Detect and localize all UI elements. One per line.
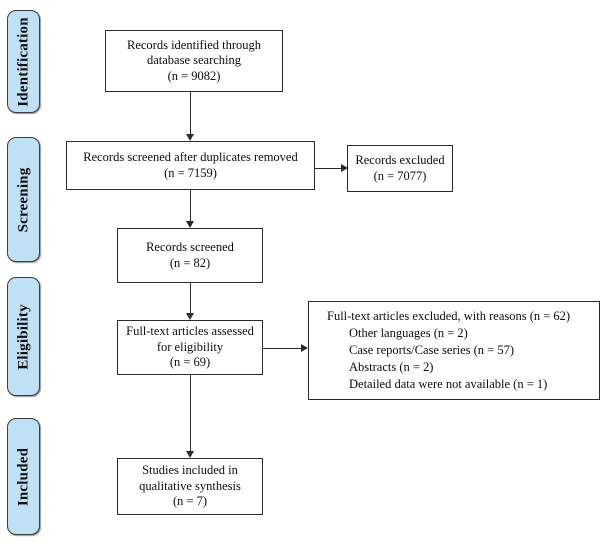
stage-tab-eligibility: Eligibility (7, 277, 40, 396)
box-fulltext-excluded-reason-1: Other languages (n = 2) (349, 326, 468, 340)
box-included-studies-line2: qualitative synthesis (139, 478, 241, 493)
box-fulltext-excluded-reason-3: Abstracts (n = 2) (349, 360, 434, 374)
stage-tab-eligibility-label: Eligibility (15, 303, 31, 370)
box-included-studies: Studies included in qualitative synthesi… (117, 458, 263, 515)
connector-duplicates-to-screened (190, 190, 191, 221)
arrowhead-duplicates-to-excluded (341, 163, 348, 172)
stage-tab-included: Included (7, 418, 40, 535)
box-fulltext-assessed: Full-text articles assessed for eligibil… (117, 320, 263, 375)
arrowhead-fulltext-to-exclusions (301, 343, 308, 352)
box-records-excluded-count: (n = 7077) (373, 168, 427, 183)
box-fulltext-assessed-line2: for eligibility (156, 339, 224, 354)
stage-tab-screening-label: Screening (15, 167, 31, 232)
connector-fulltext-to-exclusions (263, 348, 302, 349)
box-after-duplicates-removed-count: (n = 7159) (164, 165, 217, 180)
box-fulltext-excluded-reason-2: Case reports/Case series (n = 57) (349, 343, 514, 357)
box-records-screened-line1: Records screened (146, 240, 234, 254)
box-fulltext-excluded-reasons: Full-text articles excluded, with reason… (308, 301, 600, 400)
arrowhead-screened-to-fulltext (185, 313, 194, 320)
arrowhead-fulltext-to-included (185, 451, 194, 458)
box-records-identified: Records identified through database sear… (105, 30, 283, 92)
box-included-studies-count: (n = 7) (172, 494, 208, 509)
connector-duplicates-to-excluded (315, 168, 342, 169)
box-after-duplicates-removed-line1: Records screened after duplicates remove… (83, 150, 298, 164)
box-fulltext-excluded-heading: Full-text articles excluded, with reason… (327, 309, 571, 323)
box-records-excluded: Records excluded (n = 7077) (347, 145, 453, 192)
stage-tab-screening: Screening (7, 137, 40, 262)
box-records-identified-count: (n = 9082) (167, 68, 221, 83)
box-records-screened: Records screened (n = 82) (117, 228, 263, 283)
stage-tab-identification: Identification (7, 10, 40, 113)
box-fulltext-assessed-count: (n = 69) (169, 355, 211, 370)
box-after-duplicates-removed: Records screened after duplicates remove… (66, 141, 315, 190)
stage-tab-included-label: Included (15, 447, 31, 506)
box-fulltext-assessed-line1: Full-text articles assessed (126, 324, 254, 339)
box-records-excluded-line1: Records excluded (355, 153, 445, 167)
arrowhead-identified-to-duplicates (185, 134, 194, 141)
connector-identified-to-duplicates (190, 92, 191, 134)
connector-screened-to-fulltext (190, 283, 191, 313)
box-records-identified-line1: Records identified through (127, 37, 261, 52)
box-records-screened-count: (n = 82) (169, 255, 211, 270)
stage-tab-identification-label: Identification (15, 16, 31, 107)
box-included-studies-line1: Studies included in (142, 463, 238, 478)
connector-fulltext-to-included (190, 375, 191, 451)
arrowhead-duplicates-to-screened (185, 221, 194, 228)
box-fulltext-excluded-reason-4: Detailed data were not available (n = 1) (349, 377, 548, 391)
box-records-identified-line2: database searching (146, 53, 242, 68)
